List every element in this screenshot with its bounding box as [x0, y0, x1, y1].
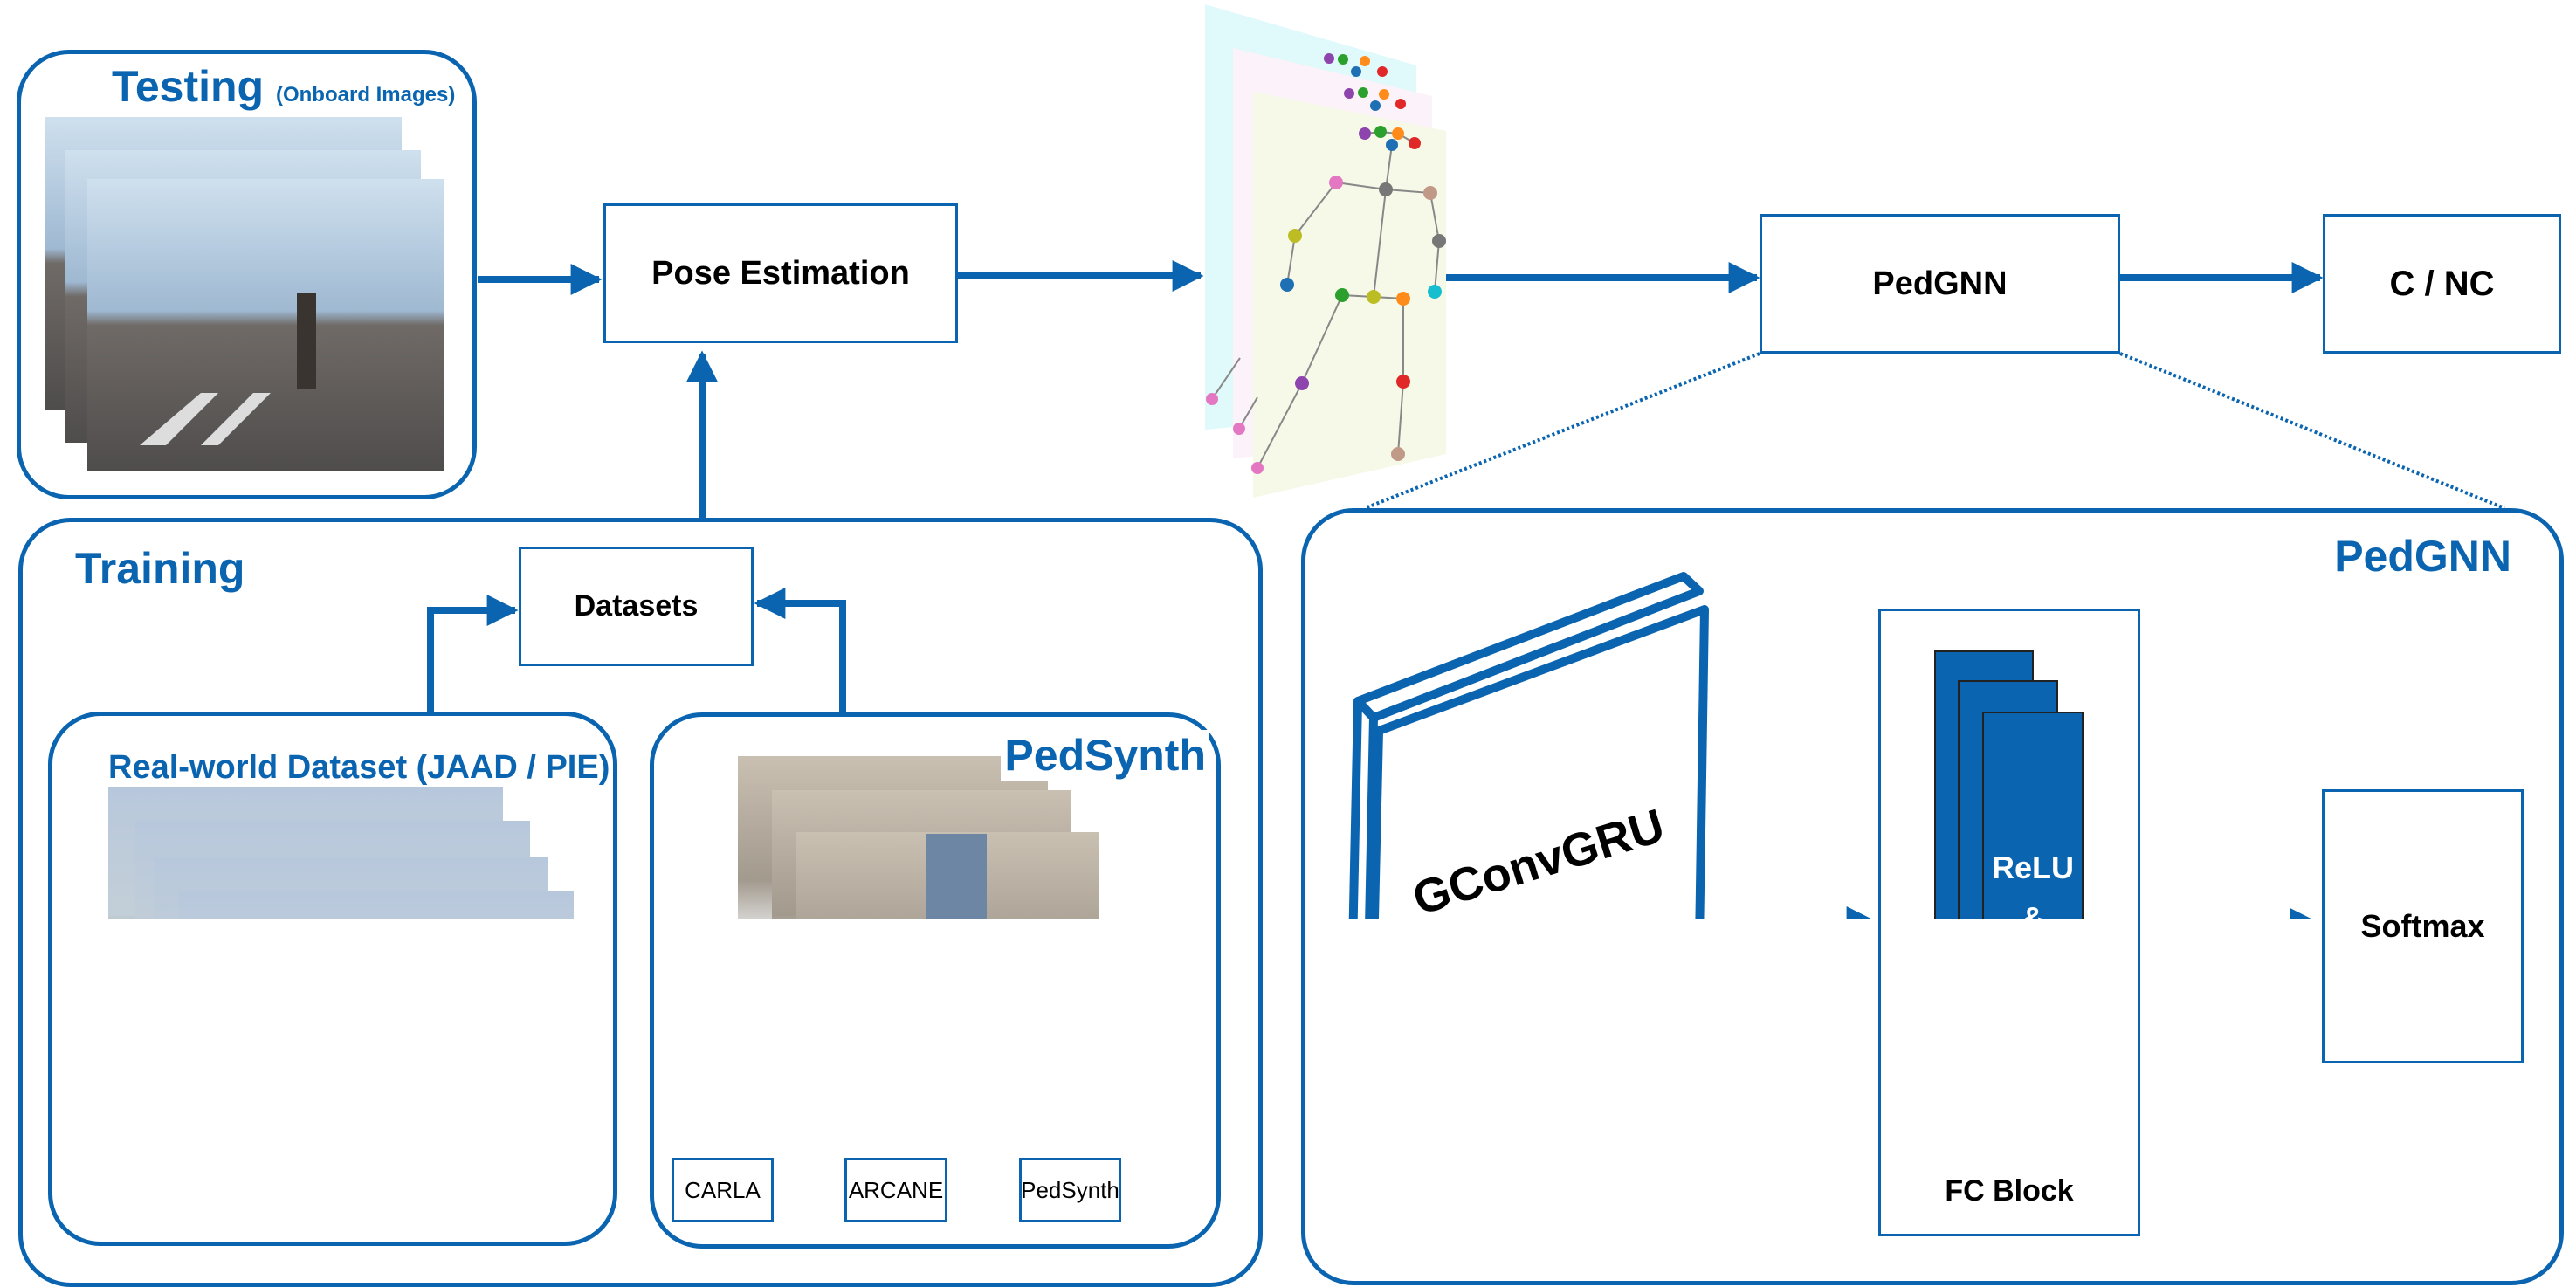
pedsynth-images — [738, 756, 1099, 919]
output-label: C / NC — [2389, 264, 2495, 303]
testing-title: Testing (Onboard Images) — [112, 61, 455, 112]
pedgnn-detail-title: PedGNN — [2334, 532, 2511, 581]
training-title: Training — [75, 544, 245, 593]
pose-skeleton-frames — [1205, 4, 1446, 498]
fc-label: FC — [2012, 951, 2054, 987]
fc-layers — [1934, 650, 2084, 919]
pose-estimation-box: Pose Estimation — [603, 203, 958, 343]
gconvgru-slab — [1348, 572, 1709, 919]
pedsynth-title: PedSynth — [1001, 730, 1209, 781]
fc-layer-text: ReLU & FC — [1983, 843, 2083, 994]
zoom-line-right — [2119, 352, 2505, 510]
testing-onboard-images — [45, 117, 444, 471]
fc-block-label: FC Block — [1945, 1174, 2074, 1208]
arcane-box: ARCANE — [844, 1158, 947, 1222]
testing-title-text: Testing — [112, 62, 265, 111]
pedgnn-box: PedGNN — [1760, 214, 2120, 354]
arcane-label: ARCANE — [848, 1176, 944, 1203]
output-box: C / NC — [2323, 214, 2561, 354]
real-world-images — [108, 787, 574, 919]
datasets-label: Datasets — [574, 589, 699, 623]
carla-label: CARLA — [685, 1176, 761, 1203]
datasets-box: Datasets — [519, 547, 754, 666]
relu-label: ReLU — [1991, 850, 2074, 885]
testing-subtitle: (Onboard Images) — [275, 83, 456, 107]
carla-box: CARLA — [672, 1158, 774, 1222]
ampersand-label: & — [2022, 900, 2044, 936]
testing-panel — [17, 50, 477, 499]
pedsynth-step-box: PedSynth — [1019, 1158, 1121, 1222]
real-world-title: Real-world Dataset (JAAD / PIE) — [108, 749, 610, 786]
softmax-box: Softmax — [2322, 789, 2524, 1063]
pose-estimation-label: Pose Estimation — [651, 254, 910, 292]
real-world-panel — [48, 712, 617, 1246]
connectors-layer — [45, 4, 2505, 919]
arrow-realworld-to-datasets — [427, 595, 519, 712]
softmax-label: Softmax — [2360, 908, 2485, 944]
pedsynth-step-label: PedSynth — [1021, 1176, 1119, 1203]
zoom-line-left — [1364, 352, 1760, 510]
pedgnn-label: PedGNN — [1872, 265, 2008, 302]
arrow-pedsynth-to-datasets — [754, 588, 846, 712]
